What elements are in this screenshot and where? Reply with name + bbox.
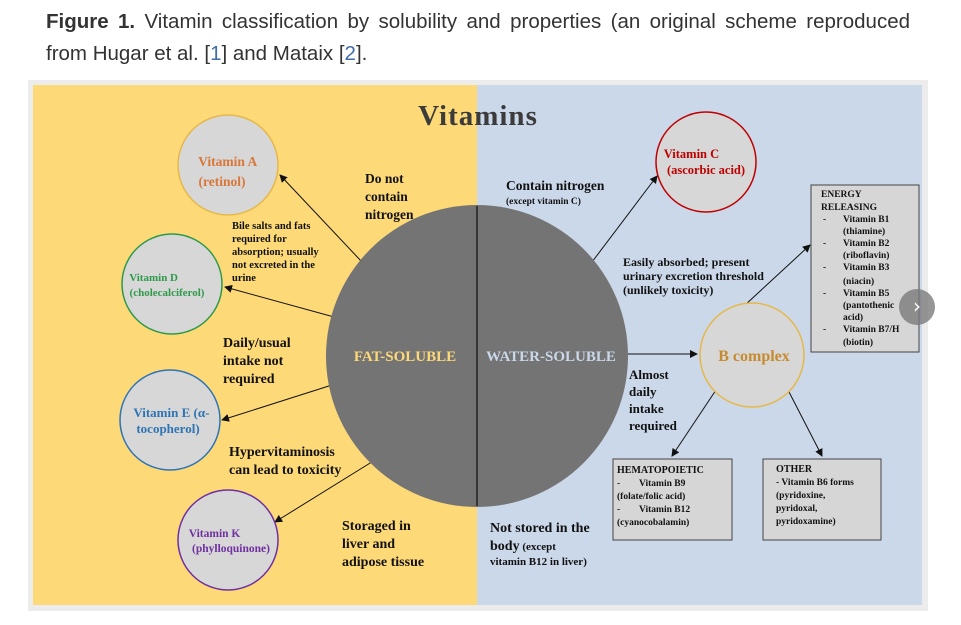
svg-text:Vitamin K (phylloquinone: Vitamin K (phylloquinone) xyxy=(189,528,270,555)
reference-link-1[interactable]: 1 xyxy=(210,42,222,65)
vitamin-k-node[interactable]: Vitamin K (phylloquinone) xyxy=(177,489,279,591)
contain-nitrogen-text: Contain nitrogen xyxy=(506,178,605,193)
caption-text-c: ]. xyxy=(355,42,368,65)
svg-text:Vitamin D (cholecalcifer: Vitamin D (cholecalciferol) xyxy=(129,272,205,299)
hematopoietic-box: HEMATOPOIETIC - Vitamin B9 (folate/folic… xyxy=(612,458,733,541)
storaged-text: Storaged in liver and adipose tissue xyxy=(342,519,424,570)
svg-text:OTHER: OTHER xyxy=(776,464,813,475)
almost-daily-text: Almost daily intake required xyxy=(629,367,678,433)
diagram-title: Vitamins xyxy=(418,100,538,132)
vitamin-c-chem: (ascorbic acid) xyxy=(667,163,745,177)
svg-text:ENERGY RELEASING: ENERGY RELEASING xyxy=(821,190,878,213)
chevron-right-icon: › xyxy=(913,294,921,318)
vitamin-a-name: Vitamin A xyxy=(198,154,257,169)
svg-text:Vitamin E (α- tocopherol: Vitamin E (α- tocopherol) xyxy=(133,405,212,436)
figure-caption: Figure 1. Vitamin classification by solu… xyxy=(46,6,910,70)
fat-arrows xyxy=(221,174,376,523)
caption-label: Figure 1. xyxy=(46,10,136,33)
svg-text:- Vitamin B9 (fola: - Vitamin B9 (folate/folic acid) - Vitam… xyxy=(617,479,692,528)
svg-text:HEMATOPOIETIC: HEMATOPOIETIC xyxy=(617,465,704,476)
svg-text:- - - -: - - - - - xyxy=(823,215,829,335)
svg-text:Vitamin A (retinol): Vitamin A (retinol) xyxy=(198,154,260,189)
b-complex-label: B complex xyxy=(718,348,790,365)
vitamin-e-chem: tocopherol) xyxy=(136,421,199,436)
caption-text-a: Vitamin classification by solubility and… xyxy=(46,10,910,65)
easily-absorbed-text: Easily absorbed; present urinary excreti… xyxy=(623,255,767,297)
caption-text-b: ] and Mataix [ xyxy=(221,42,345,65)
daily-intake-text: Daily/usual intake not required xyxy=(223,336,294,387)
vitamin-k-chem: (phylloquinone) xyxy=(192,543,270,555)
hypervitaminosis-text: Hypervitaminosis can lead to toxicity xyxy=(229,445,341,478)
bile-salts-text: Bile salts and fats required for absorpt… xyxy=(232,221,321,284)
vitamin-e-name: Vitamin E (α- xyxy=(133,405,209,420)
vitamin-d-name: Vitamin D xyxy=(129,272,178,284)
svg-text:Vitamin B1 (thiamine): Vitamin B1 (thiamine) Vitamin B2 (ribofl… xyxy=(843,215,902,348)
vitamin-a-chem: (retinol) xyxy=(199,174,246,189)
vitamin-e-node[interactable]: Vitamin E (α- tocopherol) xyxy=(119,369,221,471)
vitamin-k-name: Vitamin K xyxy=(189,528,241,540)
b-complex-node[interactable]: B complex xyxy=(699,302,805,408)
other-box: OTHER - Vitamin B6 forms (pyridoxine, py… xyxy=(762,458,882,541)
except-vitamin-c-text: (except vitamin C) xyxy=(506,196,581,207)
vitamin-c-node[interactable]: Vitamin C (ascorbic acid) xyxy=(655,111,757,213)
no-nitrogen-text: Do not contain nitrogen xyxy=(365,171,414,222)
not-stored-text: Not stored in the body (except vitamin B… xyxy=(490,519,594,568)
water-arrows xyxy=(591,175,823,457)
energy-releasing-box: ENERGY RELEASING - - - - - Vitamin B1 (t… xyxy=(810,184,920,353)
vitamin-d-node[interactable]: Vitamin D (cholecalciferol) xyxy=(121,233,223,335)
fat-soluble-label: FAT-SOLUBLE xyxy=(354,349,456,365)
svg-text:Vitamin C (ascorbic acid: Vitamin C (ascorbic acid) xyxy=(664,147,745,177)
vitamin-a-node[interactable]: Vitamin A (retinol) xyxy=(177,114,279,216)
vitamin-d-chem: (cholecalciferol) xyxy=(130,287,205,299)
next-figure-button[interactable]: › xyxy=(899,289,935,325)
reference-link-2[interactable]: 2 xyxy=(344,42,356,65)
water-soluble-label: WATER-SOLUBLE xyxy=(486,349,616,365)
svg-text:- Vitamin B6 forms (pyri: - Vitamin B6 forms (pyridoxine, pyridoxa… xyxy=(776,478,856,527)
vitamin-c-name: Vitamin C xyxy=(664,147,719,161)
